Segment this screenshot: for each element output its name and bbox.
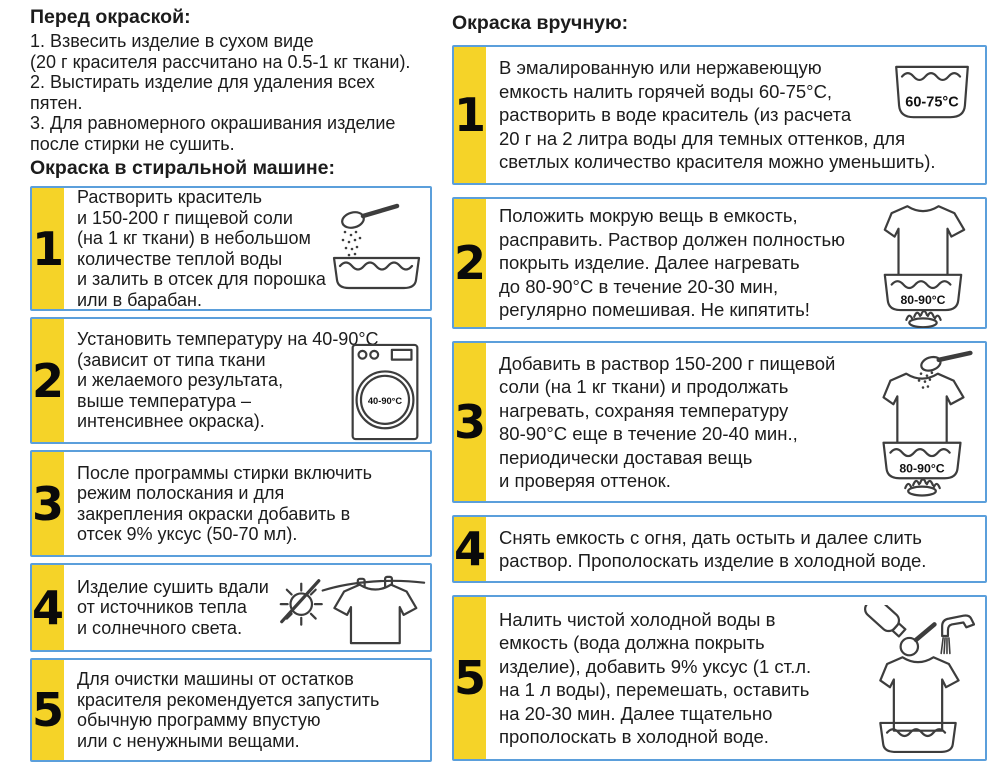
spoon-powder-pot-icon	[329, 202, 424, 290]
t-shirt	[884, 374, 964, 448]
step-number-badge: 5	[32, 660, 64, 760]
clothesline	[323, 581, 424, 591]
machine-step-1: 1 Растворить краситель и 150-200 г пищев…	[30, 186, 432, 311]
step-text: Установить температуру на 40-90°C (завис…	[77, 329, 379, 432]
t-shirt	[880, 657, 958, 730]
step-text: Добавить в раствор 150-200 г пищевой сол…	[499, 352, 836, 492]
gas-flame	[906, 311, 940, 327]
step-number-badge: 5	[454, 597, 486, 759]
spoon-bowl	[901, 638, 918, 655]
pot-60-75-icon: 60-75°C	[891, 63, 973, 123]
step-number-badge: 3	[32, 452, 64, 555]
step-number-badge: 2	[32, 319, 64, 442]
step-number-badge: 3	[454, 343, 486, 501]
step-number: 3	[454, 395, 487, 449]
step-number: 2	[32, 353, 65, 408]
hand-step-2: 2 Положить мокрую вещь в емкость, распра…	[452, 197, 987, 329]
no-sun-shirt-clothesline-icon	[274, 571, 426, 649]
step-text: Изделие сушить вдали от источников тепла…	[77, 576, 269, 638]
hand-step-3: 3 Добавить в раствор 150-200 г пищевой с…	[452, 341, 987, 503]
step-text: В эмалированную или нержавеющую емкость …	[499, 57, 936, 173]
step-text: Растворить краситель и 150-200 г пищевой…	[77, 187, 326, 310]
step-number: 2	[454, 236, 487, 290]
step-text: Положить мокрую вещь в емкость, расправи…	[499, 205, 845, 321]
t-shirt	[334, 585, 416, 644]
gas-flame	[905, 479, 940, 495]
sun-rays	[281, 584, 322, 625]
machine-section-title: Окраска в стиральной машине:	[30, 157, 335, 179]
bottle-spoon-faucet-shirt-pot-icon	[861, 605, 975, 753]
machine-step-3: 3 После программы стирки включить режим …	[30, 450, 432, 557]
water-stream	[941, 638, 950, 653]
washing-machine-icon: 40-90°C	[350, 343, 420, 441]
shirt-in-pot-flame-icon: 80-90°C	[875, 202, 971, 328]
machine-step-2: 2 Установить температуру на 40-90°C (зав…	[30, 317, 432, 444]
spoon-shirt-in-pot-flame-icon: 80-90°C	[871, 350, 975, 498]
faucet	[941, 616, 974, 654]
right-column: Окраска вручную: 1 В эмалированную или н…	[452, 12, 987, 761]
step-number-badge: 1	[32, 188, 64, 309]
step-number: 5	[454, 651, 487, 705]
pot-temp-label: 80-90°C	[900, 293, 945, 307]
pot	[880, 723, 955, 752]
machine-temp-label: 40-90°C	[368, 396, 402, 406]
step-number: 3	[32, 476, 65, 531]
vinegar-bottle	[862, 605, 909, 640]
step-number: 1	[454, 88, 487, 142]
hand-step-1: 1 В эмалированную или нержавеющую емкост…	[452, 45, 987, 185]
step-number-badge: 4	[454, 517, 486, 581]
machine-step-4: 4 Изделие сушить вдали от источников теп…	[30, 563, 432, 652]
pot-temp-label: 80-90°C	[899, 461, 944, 475]
step-text: Снять емкость с огня, дать остыть и дале…	[499, 526, 927, 572]
intro-title: Перед окраской:	[30, 6, 191, 28]
step-text: Для очистки машины от остатков красителя…	[77, 669, 380, 751]
hand-section-title: Окраска вручную:	[452, 12, 629, 34]
pot-temp-label: 60-75°C	[905, 95, 959, 111]
intro-text: 1. Взвесить изделие в сухом виде (20 г к…	[30, 31, 411, 154]
step-number: 5	[32, 683, 65, 737]
hand-step-5: 5 Налить чистой холодной воды в емкость …	[452, 595, 987, 761]
step-number: 1	[32, 221, 65, 276]
machine-step-5: 5 Для очистки машины от остатков красите…	[30, 658, 432, 762]
step-number-badge: 1	[454, 47, 486, 183]
t-shirt	[885, 206, 964, 279]
left-column: Перед окраской: 1. Взвесить изделие в су…	[30, 6, 432, 762]
crossed-out-line	[282, 581, 319, 622]
step-text: После программы стирки включить режим по…	[77, 462, 373, 545]
step-number: 4	[454, 522, 487, 576]
step-text: Налить чистой холодной воды в емкость (в…	[499, 608, 812, 748]
step-number: 4	[32, 580, 65, 635]
hand-step-4: 4 Снять емкость с огня, дать остыть и да…	[452, 515, 987, 583]
powder-dots	[917, 371, 934, 389]
powder-dots	[341, 230, 362, 257]
step-number-badge: 4	[32, 565, 64, 650]
step-number-badge: 2	[454, 199, 486, 327]
